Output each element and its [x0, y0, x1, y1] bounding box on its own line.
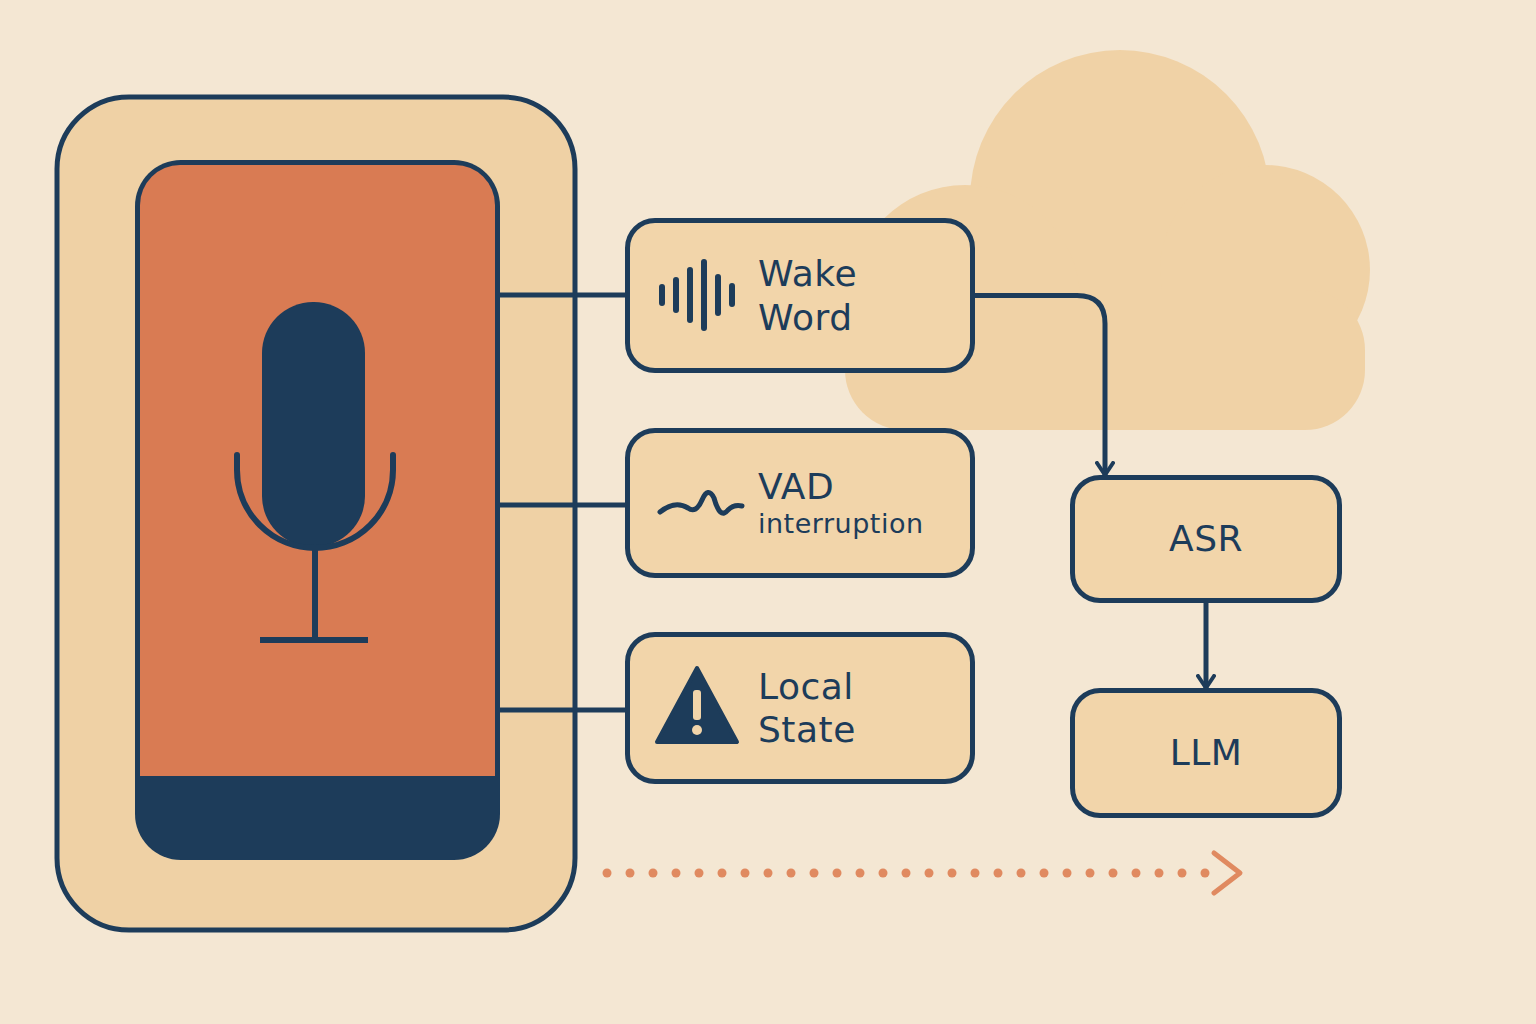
connector-wire: [500, 295, 628, 710]
node-sublabel: interruption: [758, 508, 924, 540]
phone-screen: [140, 165, 495, 776]
microphone-capsule: [262, 302, 365, 547]
vad-squiggle-icon: [660, 492, 742, 513]
node-label: Wake Word: [758, 252, 938, 338]
cloud-service-box: ASR: [1070, 475, 1342, 603]
microphone-holder: [237, 455, 393, 548]
device-frame: [57, 97, 575, 930]
component-box: Local State: [625, 632, 975, 784]
component-box: Wake Word: [625, 218, 975, 373]
flow-arrow: [975, 296, 1105, 476]
phone-body: [135, 160, 500, 860]
node-label: LLM: [1170, 731, 1243, 774]
warning-triangle-icon: [657, 668, 737, 742]
waveform-icon: [662, 262, 732, 328]
node-label: Local State: [758, 665, 938, 751]
cloud-service-box: LLM: [1070, 688, 1342, 818]
dotted-arrow: [603, 853, 1241, 893]
flow-arrow: [1204, 603, 1209, 688]
node-label: VAD: [758, 465, 834, 508]
component-box: VADinterruption: [625, 428, 975, 578]
node-label: ASR: [1169, 517, 1243, 560]
warning-dot: [692, 725, 702, 735]
warning-mark: [693, 690, 701, 720]
microphone-stand: [260, 548, 368, 640]
